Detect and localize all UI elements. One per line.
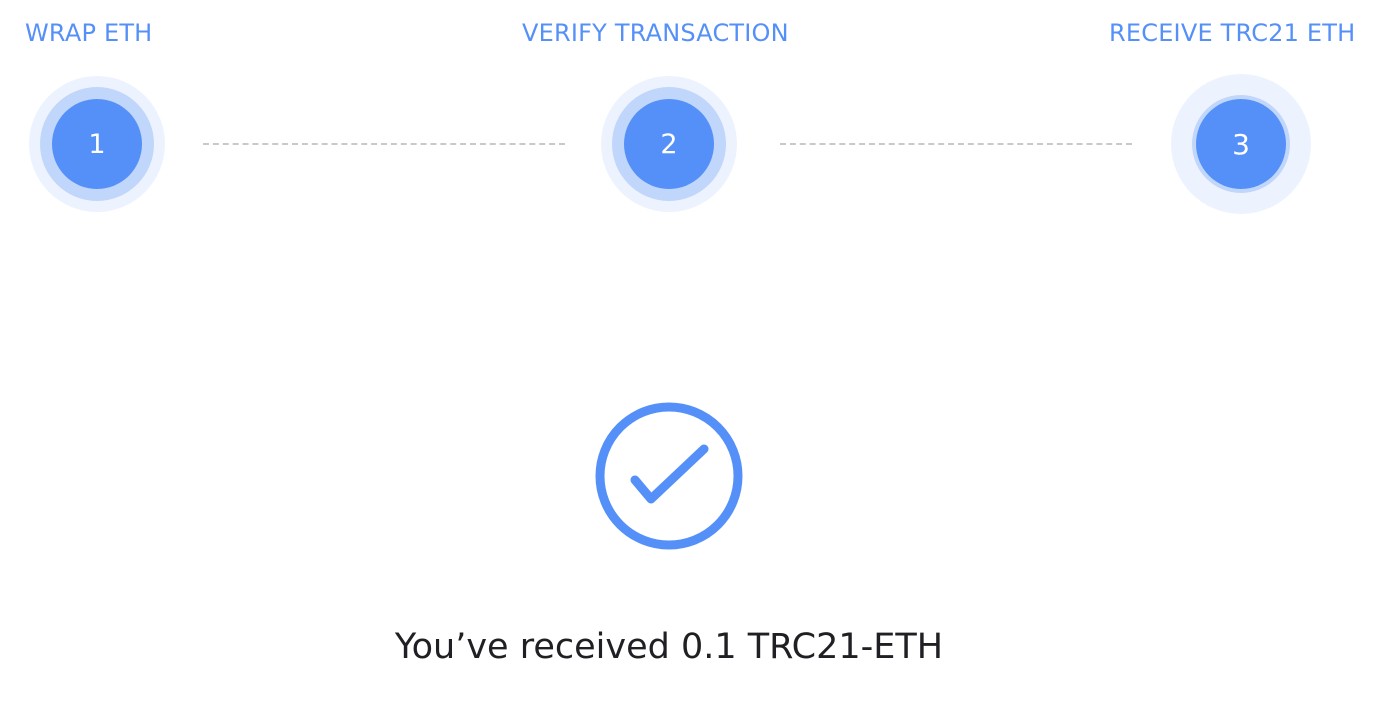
step-label-receive-trc21-eth: RECEIVE TRC21 ETH — [1109, 19, 1356, 47]
step-connector-2-3 — [780, 143, 1132, 145]
step-indicator-3: 3 — [1171, 74, 1311, 214]
step-number-1: 1 — [52, 99, 142, 189]
step-label-wrap-eth: WRAP ETH — [25, 19, 153, 47]
step-indicator-2: 2 — [601, 76, 737, 212]
success-message: You’ve received 0.1 TRC21-ETH — [394, 627, 944, 667]
step-number-3: 3 — [1196, 99, 1286, 189]
step-label-verify-transaction: VERIFY TRANSACTION — [522, 19, 789, 47]
check-circle-icon — [595, 402, 743, 550]
step-indicator-1: 1 — [29, 76, 165, 212]
step-connector-1-2 — [203, 143, 565, 145]
step-number-2: 2 — [624, 99, 714, 189]
